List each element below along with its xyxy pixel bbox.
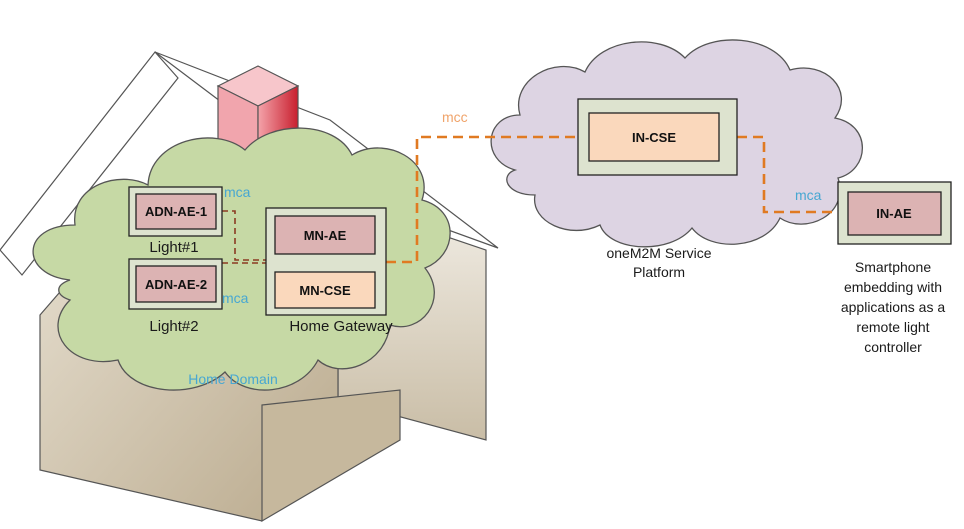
smartphone-device: IN-AE <box>837 181 952 245</box>
in-ae-box[interactable] <box>847 191 942 236</box>
in-cse-box[interactable] <box>588 112 720 162</box>
light1-device: ADN-AE-1 <box>128 186 223 237</box>
light1-caption: Light#1 <box>149 239 198 256</box>
smartphone-caption: Smartphone embedding with applications a… <box>841 259 946 355</box>
service-platform-caption-line2: Platform <box>633 264 685 280</box>
in-cse-label: IN-CSE <box>632 130 676 145</box>
home-gateway: MN-AE MN-CSE <box>265 207 387 316</box>
mn-cse-box[interactable] <box>274 271 376 309</box>
adn-ae-1-label: ADN-AE-1 <box>145 204 207 219</box>
gateway-caption: Home Gateway <box>289 318 393 335</box>
adn-ae-2-box[interactable] <box>135 265 217 303</box>
smartphone-caption-line5: controller <box>864 339 922 355</box>
mca-label-light1: mca <box>224 184 251 200</box>
mca-link-light1 <box>212 210 266 261</box>
in-cse-node: IN-CSE <box>577 98 738 176</box>
adn-ae-2-label: ADN-AE-2 <box>145 277 207 292</box>
home-domain-label: Home Domain <box>188 371 277 387</box>
mn-ae-label: MN-AE <box>304 228 347 243</box>
smartphone-caption-line1: Smartphone <box>855 259 931 275</box>
mca-label-light2: mca <box>222 290 249 306</box>
light2-device: ADN-AE-2 <box>128 258 223 310</box>
house-lower-wall <box>261 389 401 523</box>
smartphone-caption-line4: remote light <box>856 319 929 335</box>
house-roof-left <box>0 51 179 276</box>
service-platform-caption-line1: oneM2M Service <box>606 245 711 261</box>
in-ae-label: IN-AE <box>876 206 912 221</box>
mn-cse-label: MN-CSE <box>299 283 351 298</box>
smartphone-caption-line2: embedding with <box>844 279 942 295</box>
mca-link-phone <box>737 135 838 214</box>
mn-ae-box[interactable] <box>274 215 376 255</box>
mca-label-phone: mca <box>795 187 822 203</box>
adn-ae-1-box[interactable] <box>135 193 217 230</box>
smartphone-caption-line3: applications as a <box>841 299 946 315</box>
light2-caption: Light#2 <box>149 318 198 335</box>
mcc-label: mcc <box>442 109 468 125</box>
